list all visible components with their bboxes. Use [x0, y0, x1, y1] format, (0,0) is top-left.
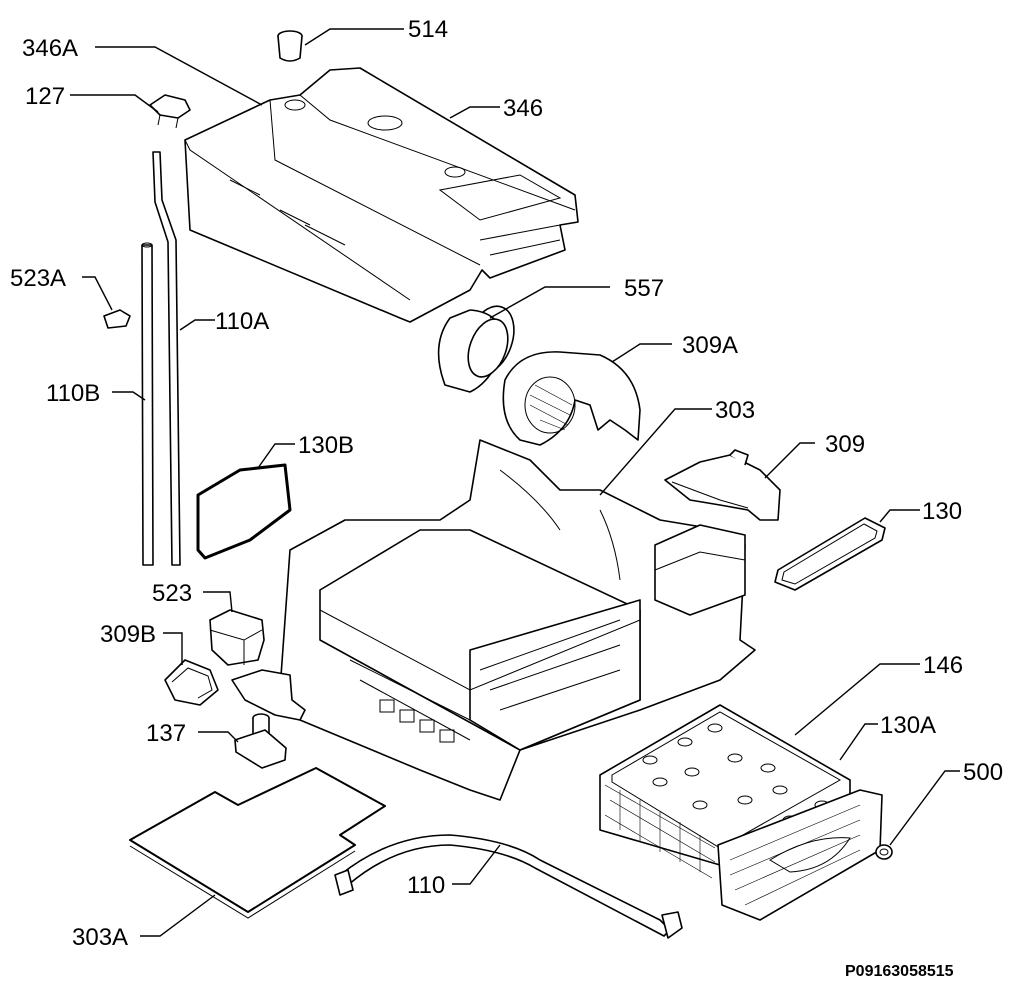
part-346-container-housing[interactable]: [184, 67, 579, 323]
part-146-condenser[interactable]: [599, 704, 883, 921]
label-346: 346: [503, 95, 543, 122]
condenser-holes: [642, 723, 830, 825]
label-146: 146: [923, 652, 963, 679]
label-110b: 110B: [46, 380, 100, 407]
part-127-clip[interactable]: [149, 94, 191, 129]
part-303a-mat[interactable]: [129, 767, 386, 919]
label-130: 130: [922, 498, 962, 525]
label-110a: 110A: [215, 308, 269, 335]
label-130a: 130A: [880, 712, 936, 739]
label-127: 127: [25, 83, 65, 110]
part-523-switch[interactable]: [209, 609, 265, 666]
part-110-drain-hose[interactable]: [334, 834, 683, 939]
part-557-ring-seal[interactable]: [437, 300, 523, 393]
part-309-fan-cover[interactable]: [664, 449, 781, 521]
part-523a-clip[interactable]: [103, 309, 131, 329]
label-137: 137: [146, 720, 186, 747]
part-130b-gasket[interactable]: [196, 463, 292, 560]
label-557: 557: [624, 275, 664, 302]
label-346a: 346A: [22, 35, 78, 62]
label-303: 303: [715, 397, 755, 424]
part-switch-bracket[interactable]: [231, 669, 306, 721]
part-500-latch[interactable]: [875, 844, 893, 860]
label-309b: 309B: [100, 621, 156, 648]
label-500: 500: [963, 759, 1003, 786]
part-309a-fan-housing[interactable]: [502, 351, 641, 446]
label-523: 523: [152, 580, 192, 607]
part-130-gasket[interactable]: [774, 517, 886, 591]
label-309a: 309A: [682, 332, 738, 359]
part-309b-holder[interactable]: [164, 659, 219, 706]
part-514-cap[interactable]: [277, 30, 303, 62]
label-514: 514: [408, 16, 448, 43]
leader-lines: [70, 28, 960, 937]
diagram-reference-code: P09163058515: [845, 963, 954, 980]
label-303a: 303A: [72, 924, 128, 951]
part-303-base-chassis[interactable]: [279, 439, 756, 801]
part-labels: 514 346A 127 346 523A 557 110A 309A 110B…: [10, 16, 1003, 951]
label-523a: 523A: [10, 265, 66, 292]
part-110b-hose[interactable]: [141, 242, 154, 566]
label-309: 309: [825, 431, 865, 458]
label-130b: 130B: [298, 432, 354, 459]
label-110: 110: [407, 872, 445, 899]
part-137-float[interactable]: [234, 713, 287, 769]
part-110a-hose[interactable]: [152, 151, 181, 566]
